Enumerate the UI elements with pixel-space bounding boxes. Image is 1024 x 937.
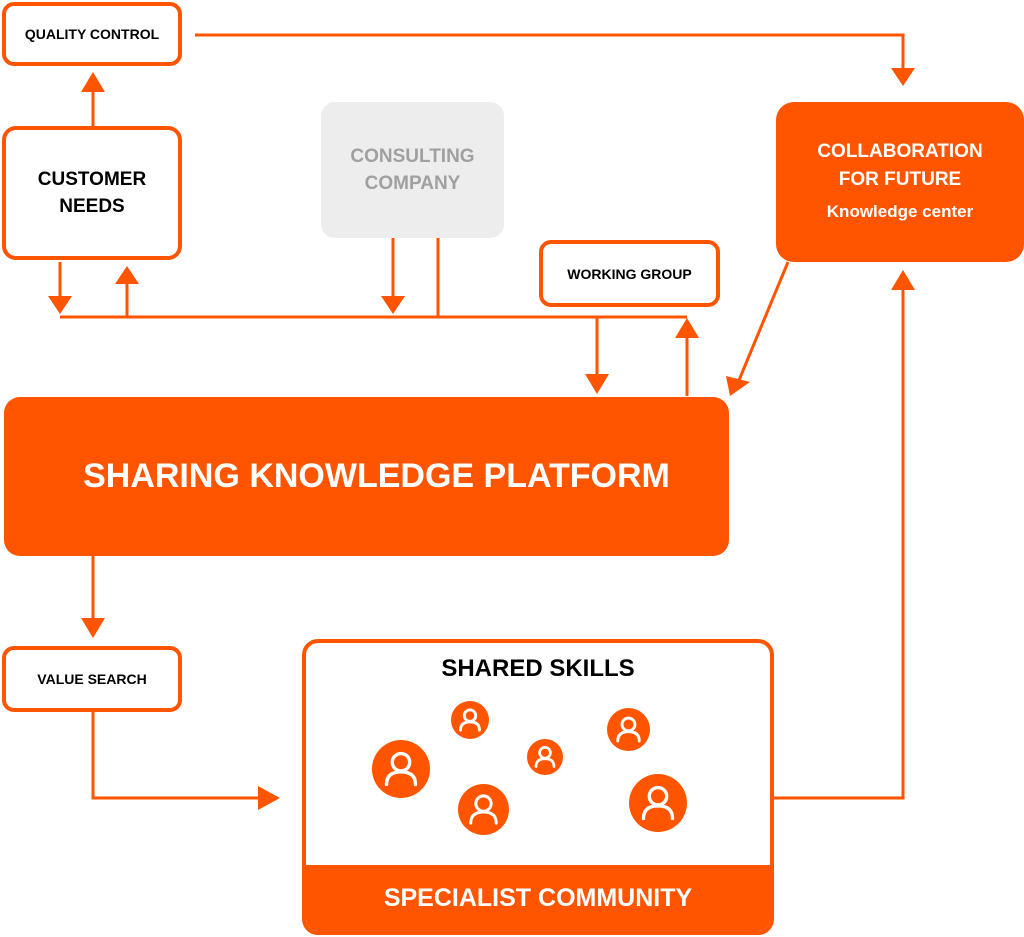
collaboration-box: COLLABORATION FOR FUTURE Knowledge cente… — [776, 102, 1024, 262]
collaboration-label-line2: FOR FUTURE — [838, 169, 962, 190]
quality-control-label: QUALITY CONTROL — [24, 26, 160, 42]
arrowhead — [48, 296, 72, 314]
quality-control-box: QUALITY CONTROL — [2, 2, 182, 66]
customer-needs-label-line2: NEEDS — [59, 196, 125, 217]
customer-needs-box: CUSTOMER NEEDS — [2, 126, 182, 260]
arrowhead — [726, 376, 750, 396]
consulting-company-label-line2: COMPANY — [364, 173, 461, 194]
user-avatar-icon — [458, 784, 509, 835]
arrowhead — [891, 68, 915, 86]
user-avatar-icon — [629, 774, 687, 832]
user-avatar-icon — [607, 708, 650, 751]
collaboration-label-line1: COLLABORATION — [817, 141, 983, 162]
consulting-company-label-line1: CONSULTING — [350, 146, 475, 167]
arrowhead — [891, 270, 915, 290]
arrow-valuesearch-to-skills — [91, 712, 262, 800]
arrowhead — [81, 618, 105, 638]
user-avatar-icon — [372, 740, 430, 798]
arrow-collaboration-to-platform — [735, 261, 790, 386]
arrowhead — [81, 72, 105, 92]
consulting-company-box: CONSULTING COMPANY — [321, 102, 504, 238]
user-avatar-icon — [527, 739, 563, 775]
arrowhead — [585, 374, 609, 394]
arrowhead — [675, 318, 699, 338]
arrow-quality-to-collaboration — [195, 33, 905, 68]
value-search-box: VALUE SEARCH — [2, 646, 182, 712]
collaboration-sublabel: Knowledge center — [826, 202, 974, 221]
customer-needs-label-line1: CUSTOMER — [37, 169, 147, 190]
shared-skills-title: SHARED SKILLS — [441, 655, 635, 682]
arrowhead — [258, 786, 280, 810]
specialist-community-label: SPECIALIST COMMUNITY — [383, 883, 693, 912]
value-search-label: VALUE SEARCH — [37, 671, 147, 687]
user-avatar-icon — [451, 701, 489, 739]
arrow-skills-to-collaboration — [773, 285, 905, 800]
shared-skills-box: SHARED SKILLS SPECIALIST COMMUNITY — [302, 639, 774, 935]
arrowhead — [381, 296, 405, 314]
working-group-box: WORKING GROUP — [539, 240, 720, 307]
arrowhead — [115, 266, 139, 284]
working-group-label: WORKING GROUP — [567, 265, 692, 282]
specialist-community-band: SPECIALIST COMMUNITY — [306, 865, 770, 931]
platform-label: SHARING KNOWLEDGE PLATFORM — [83, 457, 670, 495]
sharing-knowledge-platform-box: SHARING KNOWLEDGE PLATFORM — [4, 397, 729, 556]
